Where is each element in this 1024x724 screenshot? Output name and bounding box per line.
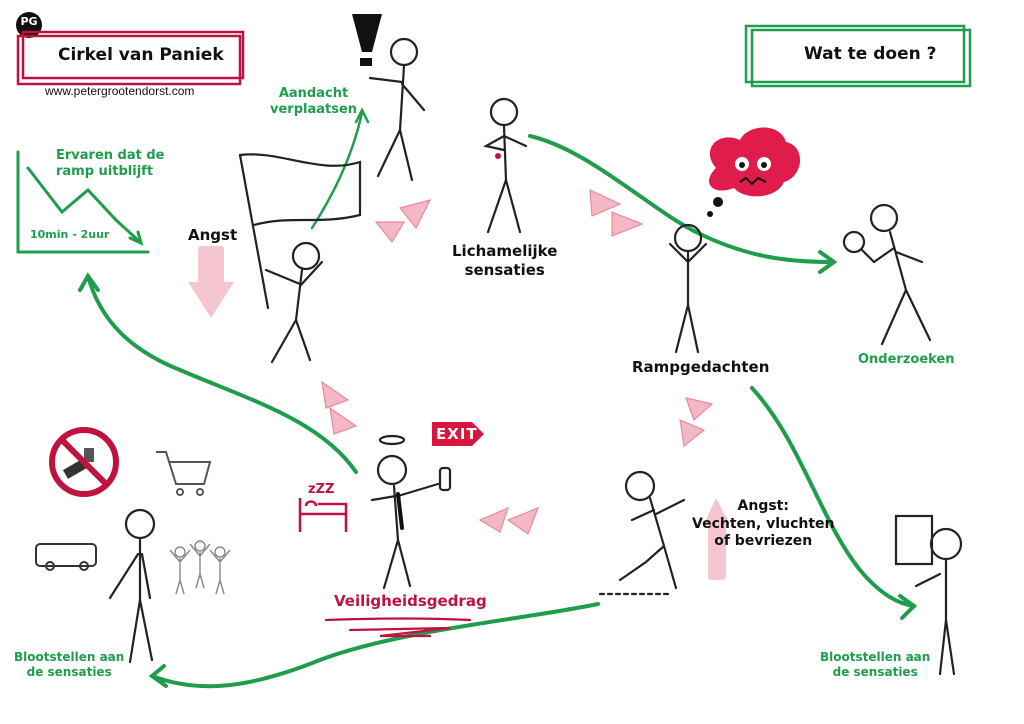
stickman-onderzoeken: [842, 203, 932, 346]
angst-down-arrow: [188, 246, 234, 318]
logo-text: PG: [20, 15, 38, 28]
bus-icon: [35, 543, 97, 571]
exit-sign-text: EXIT: [436, 425, 478, 443]
mini-chart-axes: [16, 150, 150, 254]
label-blootstellen-right: Blootstellen aan de sensaties: [820, 650, 930, 680]
exclamation-icon: [352, 14, 382, 66]
stickman-mirror: [894, 514, 963, 676]
arrowhead-aandacht: [354, 107, 370, 124]
stickman-aandacht: [368, 37, 426, 182]
arrow-rampgedachten-to-blootstellen: [750, 386, 916, 608]
arrowhead-onderzoeken: [818, 250, 838, 274]
title-box-frame: [16, 30, 245, 86]
todo-title: Wat te doen ?: [804, 44, 937, 64]
mini-chart-title: Ervaren dat de ramp uitblijft: [56, 148, 165, 181]
arrowhead-blootstellen-right: [898, 594, 918, 620]
label-lichamelijke-line2: sensaties: [464, 260, 545, 279]
mini-chart-axis-label: 10min - 2uur: [30, 228, 110, 241]
label-blootstellen-right-line1: Blootstellen aan: [820, 650, 931, 664]
stickman-flag: [238, 153, 362, 364]
stickman-runner: [598, 470, 686, 596]
mini-chart: [16, 150, 150, 254]
label-zzz: zZZ: [308, 482, 335, 497]
label-lichamelijke-line1: Lichamelijke: [452, 242, 558, 260]
mini-chart-arrowhead: [128, 230, 144, 246]
exit-sign-icon: [432, 422, 484, 446]
label-lichamelijke: Lichamelijke sensaties: [452, 242, 557, 280]
label-angst: Angst: [188, 226, 238, 244]
crowd-icon: [169, 540, 231, 595]
label-aandacht-line2: verplaatsen: [270, 102, 358, 118]
anxious-cloud-icon: [707, 127, 801, 217]
page-title: Cirkel van Paniek: [58, 45, 224, 65]
label-blootstellen-left: Blootstellen aan de sensaties: [14, 650, 124, 680]
no-drugs-icon: [49, 427, 119, 497]
mini-chart-title-line1: Ervaren dat de: [56, 148, 165, 163]
angst-up-arrow: [704, 498, 730, 580]
arrow-flag-to-aandacht: [310, 110, 364, 230]
label-blootstellen-right-line2: de sensaties: [832, 665, 918, 679]
label-onderzoeken: Onderzoeken: [858, 352, 955, 367]
stickman-lichamelijke: [482, 97, 528, 234]
arrow-lichamelijke-to-onderzoeken: [528, 134, 834, 264]
label-aandacht-line1: Aandacht: [278, 86, 349, 101]
arrow-bottom-to-blootstellen-left: [150, 602, 600, 689]
label-angst-vvb-line2: Vechten, vluchten: [692, 515, 835, 532]
label-angst-vvb: Angst: Vechten, vluchten of bevriezen: [692, 498, 835, 551]
bed-icon: [298, 498, 348, 532]
label-blootstellen-left-line2: de sensaties: [26, 665, 112, 679]
label-angst-vvb-line3: of bevriezen: [714, 533, 813, 549]
label-blootstellen-left-line1: Blootstellen aan: [14, 650, 125, 664]
label-rampgedachten: Rampgedachten: [632, 358, 770, 376]
website-url: www.petergrootendorst.com: [45, 84, 195, 98]
shopping-cart-icon: [156, 451, 212, 496]
mini-chart-title-line2: ramp uitblijft: [56, 164, 154, 180]
todo-box-frame: [744, 24, 972, 88]
arrow-veiligheid-to-chart: [86, 274, 358, 474]
veiligheid-underline: [324, 617, 472, 638]
arrowhead-blootstellen-left: [148, 664, 168, 688]
stickman-veiligheid: [370, 434, 452, 590]
label-aandacht: Aandacht verplaatsen: [270, 86, 357, 119]
pink-chevrons: [321, 189, 714, 535]
stickman-blootstellen-left: [108, 508, 156, 664]
label-veiligheidsgedrag: Veiligheidsgedrag: [334, 592, 487, 610]
mini-chart-line: [26, 166, 142, 244]
stickman-rampgedachten: [668, 223, 708, 354]
arrowhead-chart: [78, 272, 100, 292]
label-angst-vvb-line1: Angst:: [737, 498, 789, 514]
